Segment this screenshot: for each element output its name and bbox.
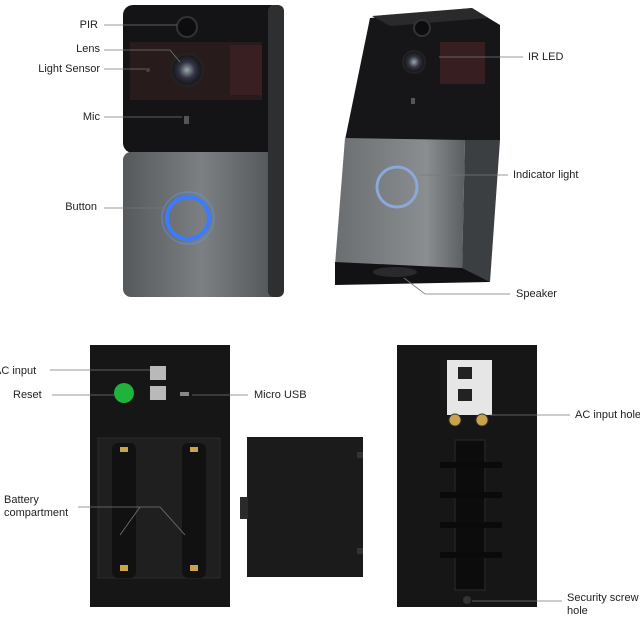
indicator-light-ring [375,165,419,209]
label-indicator-light: Indicator light [513,169,579,181]
label-ac-input: AC input [0,365,37,377]
battery-cover [240,437,363,577]
label-security-screw-hole: Security screw hole [567,592,639,618]
pir-sensor [176,16,198,38]
ir-pir-sensor [413,19,431,37]
label-lens: Lens [76,43,100,55]
angled-lens [402,50,426,74]
light-sensor [146,68,150,72]
speaker-grille [373,267,417,277]
label-ac-input-hole: AC input hole [575,409,640,421]
doorbell-angled [335,8,500,285]
label-battery-line1: Battery [4,494,39,506]
label-battery-compartment: Battery compartment [4,494,68,520]
doorbell-front [123,5,284,297]
label-reset: Reset [13,389,42,401]
label-mic: Mic [82,111,100,123]
label-security-line1: Security screw [567,592,639,604]
label-security-line2: hole [567,605,588,617]
micro-usb-port [180,392,189,396]
label-ir-led: IR LED [528,51,564,63]
security-screw-hole [463,596,471,604]
label-light-sensor: Light Sensor [38,63,100,75]
doorbell-button-ring[interactable] [165,195,211,241]
mic-hole [184,116,189,124]
ac-input-terminal [150,366,166,380]
label-battery-line2: compartment [4,507,69,519]
ac-input-hole-screw [448,413,462,427]
label-speaker: Speaker [516,288,557,300]
label-micro-usb: Micro USB [254,389,307,401]
camera-lens [169,52,205,88]
reset-button[interactable] [114,383,134,403]
callout-lines [50,24,570,602]
doorbell-back [90,345,230,607]
label-button: Button [65,201,97,213]
mounting-bracket [397,345,537,607]
label-pir: PIR [79,19,98,31]
